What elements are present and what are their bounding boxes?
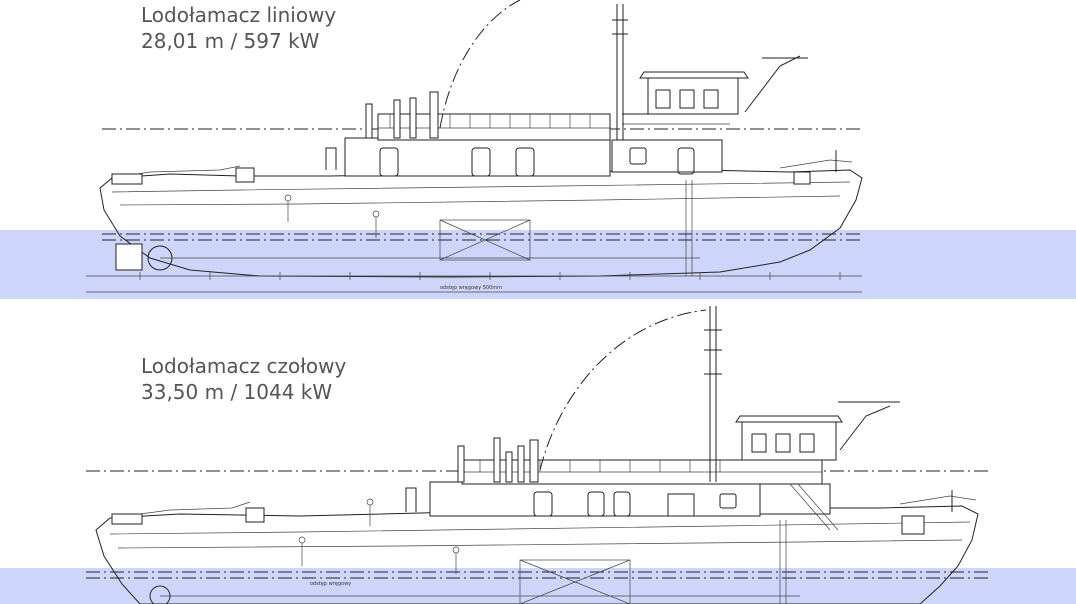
ship-specs-1: 28,01 m / 597 kW bbox=[141, 29, 320, 53]
ship-caption-1: Lodołamacz liniowy 28,01 m / 597 kW bbox=[141, 2, 336, 54]
waterline-band-bottom bbox=[0, 568, 1076, 604]
scale-note-1: odstęp wręgowy 500mm bbox=[440, 285, 502, 291]
icebreaker-liniowy-drawing: odstęp wręgowy 500mm bbox=[86, 0, 863, 293]
ship-specs-2: 33,50 m / 1044 kW bbox=[141, 380, 333, 404]
ship-name-1: Lodołamacz liniowy bbox=[141, 3, 337, 27]
scale-note-2: odstęp wręgowy bbox=[310, 581, 351, 587]
icebreaker-czolowy-drawing: odstęp wręgowy bbox=[86, 306, 992, 604]
ship-name-2: Lodołamacz czołowy bbox=[141, 354, 347, 378]
waterline-band-top bbox=[0, 230, 1076, 299]
ship-caption-2: Lodołamacz czołowy 33,50 m / 1044 kW bbox=[141, 353, 346, 405]
